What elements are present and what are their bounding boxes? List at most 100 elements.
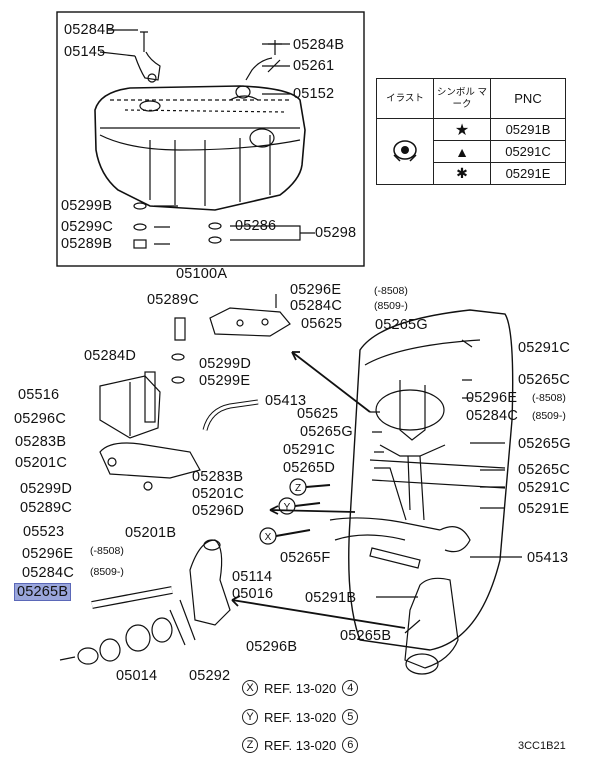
ref-letter-z: Z [242, 737, 258, 753]
part-label-05413-right[interactable]: 05413 [527, 550, 569, 566]
part-label-05286[interactable]: 05286 [235, 218, 277, 234]
part-label-05291e-right[interactable]: 05291E [518, 501, 570, 517]
ref-text-z: REF. 13-020 [264, 737, 337, 753]
part-label-05299c[interactable]: 05299C [61, 219, 113, 235]
part-label-05289c[interactable]: 05289C [147, 292, 199, 308]
part-label-05284c-mid[interactable]: 05284C [290, 298, 342, 314]
ref-text-x: REF. 13-020 [264, 680, 337, 696]
part-label-05291c-right[interactable]: 05291C [518, 480, 570, 496]
clamp-parts-drawing [59, 617, 173, 665]
pnc-symbol-3: ✱ [433, 162, 491, 185]
part-label-05016[interactable]: 05016 [232, 586, 274, 602]
pnc-illust-cell [376, 118, 434, 185]
part-label-05284b-right[interactable]: 05284B [293, 37, 345, 53]
bracket-top-drawing [209, 294, 291, 337]
callout-letter-z: Z [295, 483, 301, 494]
ref-num-x: 4 [342, 680, 359, 696]
part-label-05145[interactable]: 05145 [64, 44, 106, 60]
pnc-header-symbol: シンボル マーク [433, 78, 491, 119]
filler-neck-drawing [169, 539, 231, 646]
clip-icon [393, 140, 417, 162]
bracket-assembly-drawing [99, 317, 201, 491]
callout-letter-y: Y [284, 502, 291, 513]
ref-letter-x: X [242, 680, 258, 696]
part-label-05114[interactable]: 05114 [232, 569, 273, 585]
part-label-05283b-left[interactable]: 05283B [15, 434, 67, 450]
date-note-low-a: (-8508) [90, 545, 124, 557]
part-label-05296e-mid[interactable]: 05296E [290, 282, 342, 298]
pnc-value-2[interactable]: 05291C [490, 140, 566, 163]
part-label-05296d[interactable]: 05296D [192, 503, 244, 519]
callout-letter-x: X [265, 532, 272, 543]
part-label-05265g-top[interactable]: 05265G [375, 317, 428, 333]
part-label-05284c-low[interactable]: 05284C [22, 565, 74, 581]
part-label-05625-mid[interactable]: 05625 [301, 316, 343, 332]
part-label-05014[interactable]: 05014 [116, 668, 158, 684]
part-label-05284b-top[interactable]: 05284B [64, 22, 116, 38]
part-label-05265d[interactable]: 05265D [283, 460, 335, 476]
arrows [231, 351, 406, 629]
pnc-value-1[interactable]: 05291B [490, 118, 566, 141]
part-label-05201c-left[interactable]: 05201C [15, 455, 67, 471]
part-label-05265f[interactable]: 05265F [280, 550, 331, 566]
date-note-right-b: (8509-) [532, 410, 566, 422]
part-label-05413-mid[interactable]: 05413 [265, 393, 307, 409]
part-label-05523[interactable]: 05523 [23, 524, 65, 540]
part-label-05296e-right[interactable]: 05296E [466, 390, 518, 406]
part-label-05284d[interactable]: 05284D [84, 348, 136, 364]
date-note-mid-a: (-8508) [374, 285, 408, 297]
part-label-05625-right[interactable]: 05625 [297, 406, 339, 422]
pnc-table: イラスト シンボル マーク PNC ★ 05291B ▲ 05291C ✱ 05… [376, 78, 566, 185]
ref-text-y: REF. 13-020 [264, 709, 337, 725]
part-label-05299b[interactable]: 05299B [61, 198, 113, 214]
part-label-05296e-low[interactable]: 05296E [22, 546, 74, 562]
part-label-05284c-right[interactable]: 05284C [466, 408, 518, 424]
pnc-symbol-2: ▲ [433, 140, 491, 163]
part-label-05283b-mid[interactable]: 05283B [192, 469, 244, 485]
ref-num-z: 6 [342, 737, 359, 753]
part-label-05291b[interactable]: 05291B [305, 590, 357, 606]
part-label-05265c-right[interactable]: 05265C [518, 462, 570, 478]
ref-num-y: 5 [342, 709, 359, 725]
fuel-tank-drawing [94, 85, 306, 211]
date-note-right-a: (-8508) [532, 392, 566, 404]
pnc-header-pnc: PNC [490, 78, 566, 119]
part-label-05152[interactable]: 05152 [293, 86, 335, 102]
part-label-05296c[interactable]: 05296C [14, 411, 66, 427]
part-label-05299e[interactable]: 05299E [199, 373, 251, 389]
ref-line-y[interactable]: Y REF. 13-020 5 [242, 709, 359, 725]
part-label-05265c-top[interactable]: 05265C [518, 372, 570, 388]
part-label-05299d-low[interactable]: 05299D [20, 481, 72, 497]
tank-group-frame [56, 11, 365, 267]
part-label-05201c-mid[interactable]: 05201C [192, 486, 244, 502]
part-label-05299d[interactable]: 05299D [199, 356, 251, 372]
pnc-value-3[interactable]: 05291E [490, 162, 566, 185]
part-label-05291c-left[interactable]: 05291C [283, 442, 335, 458]
part-label-05296b[interactable]: 05296B [246, 639, 298, 655]
part-label-05100a[interactable]: 05100A [176, 266, 228, 282]
pnc-header-illust: イラスト [376, 78, 434, 119]
ref-letter-y: Y [242, 709, 258, 725]
date-note-low-b: (8509-) [90, 566, 124, 578]
pnc-symbol-1: ★ [433, 118, 491, 141]
part-label-05289b[interactable]: 05289B [61, 236, 113, 252]
part-label-05298[interactable]: 05298 [315, 225, 357, 241]
diagram-code: 3CC1B21 [518, 740, 566, 752]
ref-line-z[interactable]: Z REF. 13-020 6 [242, 737, 359, 753]
part-label-05289c-low[interactable]: 05289C [20, 500, 72, 516]
callout-letters: Z Y X [265, 483, 301, 543]
part-label-05291c-top[interactable]: 05291C [518, 340, 570, 356]
part-label-05261[interactable]: 05261 [293, 58, 335, 74]
ref-line-x[interactable]: X REF. 13-020 4 [242, 680, 359, 696]
part-label-05292[interactable]: 05292 [189, 668, 231, 684]
part-label-05265g-left[interactable]: 05265G [300, 424, 353, 440]
tank-hardware [133, 202, 315, 249]
date-note-mid-b: (8509-) [374, 300, 408, 312]
part-label-05516[interactable]: 05516 [18, 387, 60, 403]
part-label-05265g-right[interactable]: 05265G [518, 436, 571, 452]
sender-unit-drawing [134, 31, 161, 83]
part-label-05265b-highlighted[interactable]: 05265B [13, 583, 72, 601]
part-label-05265b-bottom[interactable]: 05265B [340, 628, 392, 644]
part-label-05201b[interactable]: 05201B [125, 525, 177, 541]
